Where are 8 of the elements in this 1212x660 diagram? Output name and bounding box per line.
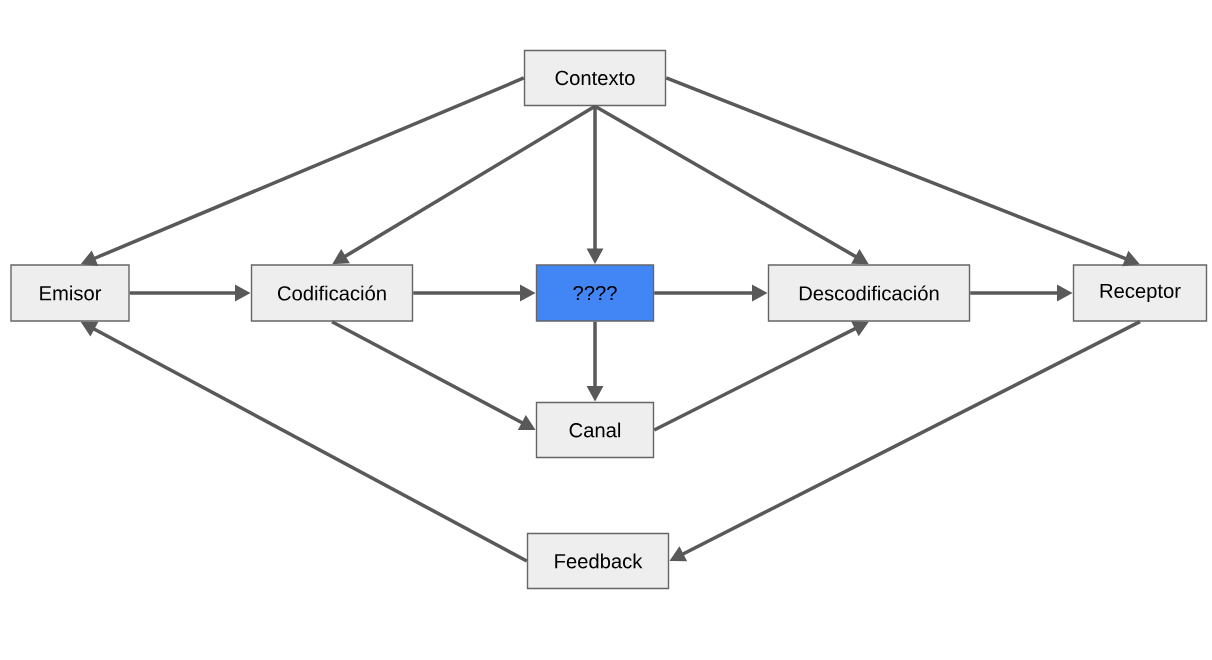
process-box: Codificación bbox=[250, 264, 414, 322]
process-box: Descodificación bbox=[767, 264, 971, 322]
process-box: Contexto bbox=[523, 49, 667, 107]
process-box: ???? bbox=[535, 264, 655, 322]
process-box: Canal bbox=[535, 401, 655, 459]
process-box: Feedback bbox=[526, 532, 670, 590]
process-box: Receptor bbox=[1072, 264, 1208, 322]
process-box: Emisor bbox=[10, 264, 130, 322]
